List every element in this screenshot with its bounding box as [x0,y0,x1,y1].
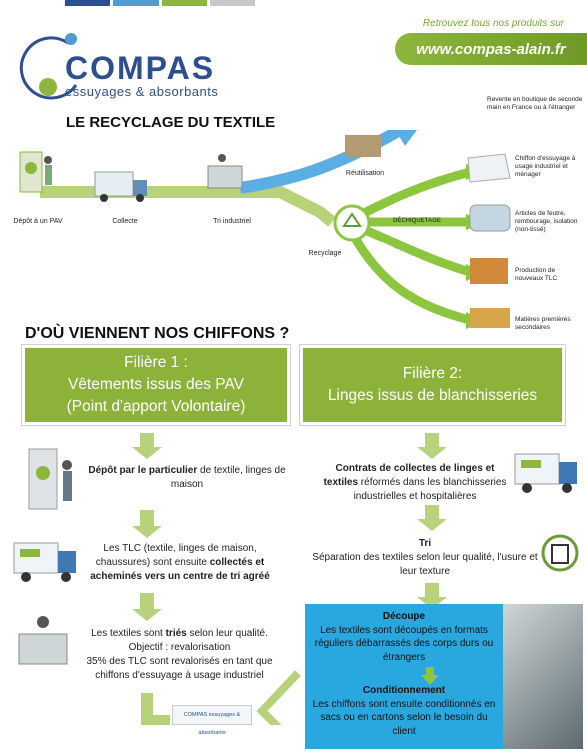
recycling-flow-diagram [19,130,511,329]
filiere1-step3-c: selon leur qualité. [186,628,268,639]
filiere1-step3: Les textiles sont triés selon leur quali… [72,627,287,683]
filiere2-line1: Linges issus de blanchisseries [327,387,538,404]
compas-logo-icon [19,33,78,100]
broyage-arrow [351,235,472,325]
dechiquetage-label: DÉCHIQUETAGE [393,218,441,224]
reuse-arrowhead [395,130,417,146]
color-bar-segment [65,0,111,6]
coupe-arrow [357,167,472,220]
outcome-new-tlc: Production de nouveaux TLC [515,267,558,282]
filiere1-line2: (Point d'apport Volontaire) [66,398,246,415]
second-hand-shoes-icon [345,135,381,157]
conditionnement-title: Conditionnement [362,685,446,696]
filiere1-step3-a: Les textiles sont [91,628,166,639]
filiere2-step1: Contrats de collectes de linges et texti… [320,462,510,504]
outcome-wipes: Chiffon d'essuyage à usage industriel et… [515,155,576,178]
outcome-felt: Articles de feutre, rembourage, isolatio… [515,210,578,233]
blue-box-down-arrow [421,667,439,685]
filiere1-header: Filière 1 : Vêtements issus des PAV (Poi… [22,345,290,425]
filiere1-step1: Dépôt par le particulier de textile, lin… [82,464,292,492]
recycle-symbol-icon [333,204,371,242]
sorting-worker-icon [18,616,68,665]
section-title: D'OÙ VIENNENT NOS CHIFFONS ? [25,325,290,342]
outcome-raw-materials: Matières premières secondaires [515,316,571,331]
step-depot-label: Dépôt à un PAV [13,218,63,225]
color-bar-segment [113,0,159,6]
filiere1-step2: Les TLC (textile, linges de maison, chau… [80,542,280,584]
brand-color-bar [65,0,255,6]
filiere2-heading: Filière 2: [402,365,463,382]
compas-truck-icon [13,542,76,582]
filiere1-step3-bold: triés [165,628,187,639]
filiere2-header: Filière 2: Linges issus de blanchisserie… [300,345,565,425]
filiere2-step2-title: Tri [418,538,432,549]
conditionnement-text: Les chiffons sont ensuite conditionnés e… [312,698,496,737]
laundry-truck-icon [514,453,577,493]
website-link[interactable]: www.compas-alain.fr [395,33,587,65]
collection-truck-icon [94,171,134,197]
outcome-resale: Revente en boutique de seconde main en F… [487,96,583,111]
factory-photo [503,604,583,749]
filiere1-step2-text: Les TLC (textile, linges de maison, chau… [95,543,257,568]
step-collecte-label: Collecte [112,218,138,225]
filiere2-step1-bold: Contrats de collectes de linges et texti… [323,463,495,488]
filiere1-step1-rest: de textile, linges de maison [170,465,286,490]
new-tlc-icon [470,258,508,284]
brand-name: COMPAS [65,50,216,86]
color-bar-segment [209,0,255,6]
filiere2-step1-rest: réformés dans les blanchisseries industr… [353,477,507,502]
wipe-cloth-icon [467,153,511,183]
raw-materials-icon [470,308,510,328]
filiere1-step3-objective: Objectif : revalorisation [128,642,231,653]
filiere1-step3-stat: 35% des TLC sont revalorisés en tant que… [86,656,273,681]
compas-truck-side: COMPAS essuyages & absorbants [172,705,252,736]
recycle-label: Recyclage [308,250,342,257]
diagram-title: LE RECYCLAGE DU TEXTILE [66,114,276,131]
felt-roll-icon [469,204,511,232]
filiere1-heading: Filière 1 : [124,354,188,371]
decoupe-text: Les textiles sont découpés en formats ré… [314,624,494,663]
filiere2-step2: Tri Séparation des textiles selon leur q… [310,537,540,579]
person-icon [44,156,52,164]
step-tri-label: Tri industriel [213,218,251,225]
filiere1-line1: Vêtements issus des PAV [67,376,245,393]
brand-tagline: essuyages & absorbants [65,84,219,99]
filiere1-step1-bold: Dépôt par le particulier [88,465,198,476]
sorting-station-icon [207,165,243,189]
color-bar-segment [161,0,207,6]
reuse-label: Réutilisation [345,170,385,177]
flow-arrows [132,433,447,725]
effilochage-arrow [363,225,472,277]
pav-bin-icon [28,448,72,510]
main-flow-arrow [40,186,336,227]
decoupe-conditionnement-box: Découpe Les textiles sont découpés en fo… [305,604,503,749]
filiere1-step2-bold: collectés et acheminés vers un centre de… [90,557,270,582]
promo-line: Retrouvez tous nos produits sur [422,18,565,29]
recycling-bin-icon [541,534,579,572]
filiere2-step2-text: Séparation des textiles selon leur quali… [312,552,538,577]
decoupe-title: Découpe [382,611,426,622]
